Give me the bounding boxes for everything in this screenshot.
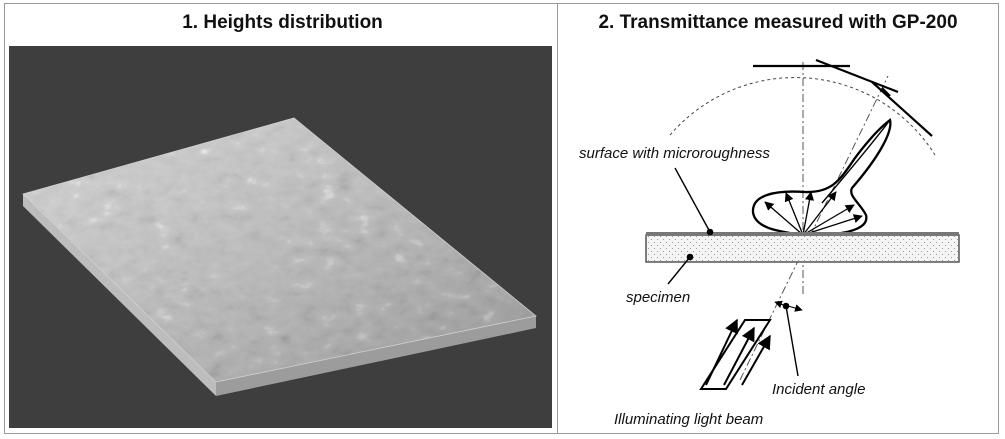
detector-bar-4 [881,87,891,97]
slab-front-side [216,316,536,396]
angle-arrow-right [787,304,803,312]
incident-arrow [705,318,738,386]
surface-leader-dot [706,228,714,236]
scatter-arrow [802,191,814,236]
scatter-arrow [764,201,804,236]
rough-surface-layer [646,232,959,236]
incident-angle-label: Incident angle [772,381,865,398]
specimen-leader-dot [686,253,694,261]
surface-leader-line [674,167,711,233]
panel-divider [557,3,558,434]
height-map-surface [22,117,537,396]
heights-panel-title: 1. Heights distribution [182,12,383,33]
heights-render [9,46,552,428]
transmittance-diagram: surface with microroughness specimen Inc… [560,40,996,432]
scatter-arrow [802,204,855,236]
specimen-label: specimen [626,289,690,306]
figure-frame [4,3,999,434]
incident-arrow [723,326,755,386]
surface-label: surface with microroughness [579,145,770,162]
light-beam-label: Illuminating light beam [614,411,763,428]
detector-bar-2 [815,58,899,94]
detector-bar-3 [871,81,933,137]
incident-arrow [741,334,771,386]
lobe-inner-stroke [821,119,891,204]
angle-leader-dot [782,302,790,310]
slab-top-outline [22,117,537,383]
scatter-arrow [784,192,804,236]
scattering-lobe [751,118,892,237]
transmittance-panel-title: 2. Transmittance measured with GP-200 [598,12,958,33]
goniometer-arc [669,77,936,156]
specimen-leader-line [667,256,691,285]
scatter-arrow [802,191,837,236]
scatter-arrow [802,214,863,236]
angle-leader-line [785,305,799,377]
slab-left-side [23,194,216,396]
light-beam-box [699,319,772,390]
